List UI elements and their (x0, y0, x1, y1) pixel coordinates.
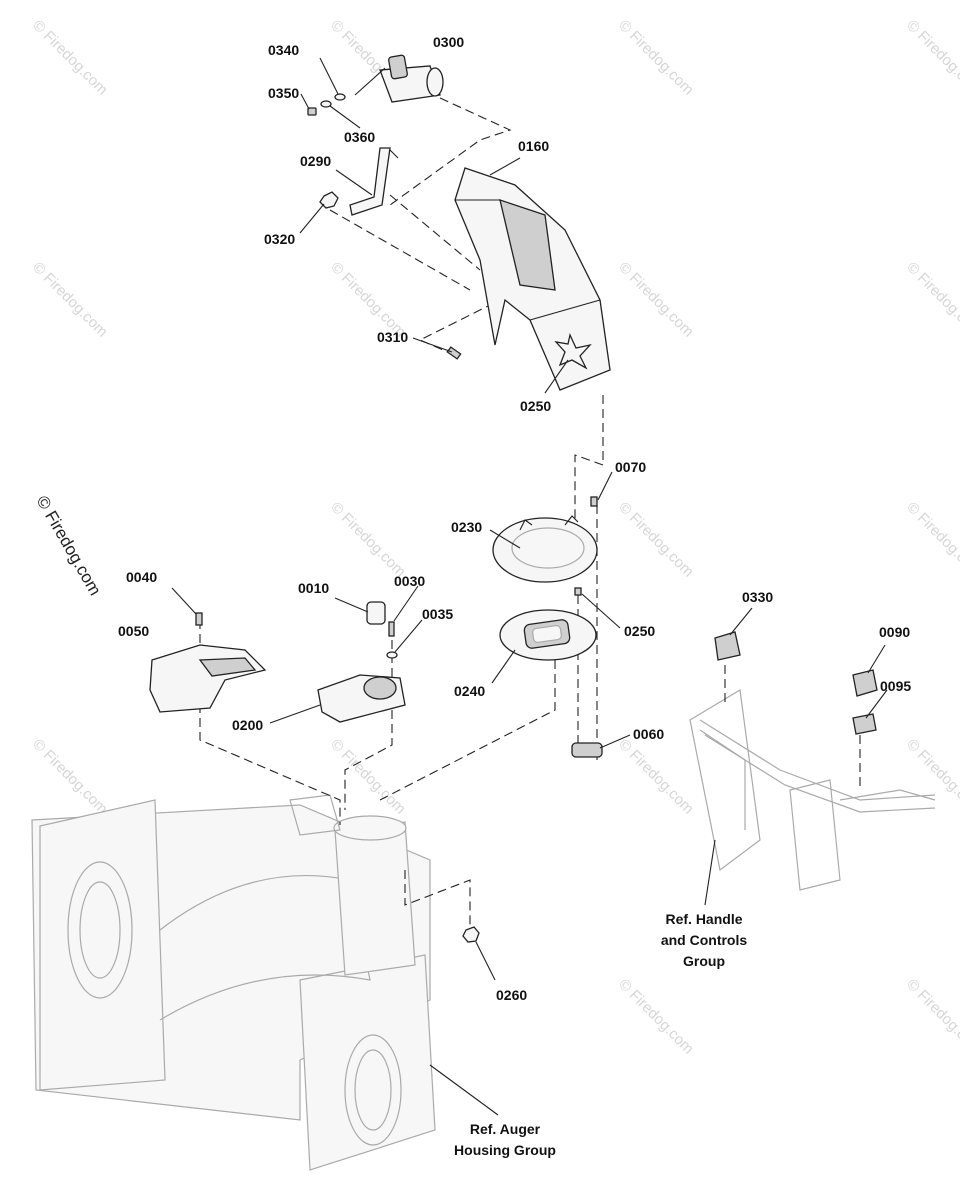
reference-labels: Ref. Handle and Controls Group Ref. Auge… (454, 911, 747, 1158)
callout-0060: 0060 (633, 726, 664, 742)
ref-auger-line1: Ref. Auger (470, 1121, 541, 1137)
ref-handle-line3: Group (683, 953, 725, 969)
watermark: © Firedog.com (903, 736, 960, 818)
watermark: © Firedog.com (615, 259, 697, 341)
watermark: © Firedog.com (29, 17, 111, 99)
watermark: © Firedog.com (327, 736, 409, 818)
chute-ring (492, 496, 598, 596)
callout-0360: 0360 (344, 129, 375, 145)
callout-0340: 0340 (268, 42, 299, 58)
watermark: © Firedog.com (615, 17, 697, 99)
watermark: © Firedog.com (903, 499, 960, 581)
callout-0095: 0095 (880, 678, 911, 694)
chute-deflector (446, 167, 611, 391)
callout-0200: 0200 (232, 717, 263, 733)
callout-0090: 0090 (879, 624, 910, 640)
callout-0035: 0035 (422, 606, 453, 622)
callout-0350: 0350 (268, 85, 299, 101)
watermark: © Firedog.com (29, 736, 111, 818)
callout-0030: 0030 (394, 573, 425, 589)
callout-0240: 0240 (454, 683, 485, 699)
handle-controls-frame (689, 689, 936, 891)
callout-0290: 0290 (300, 153, 331, 169)
callout-0160: 0160 (518, 138, 549, 154)
ref-auger-line2: Housing Group (454, 1142, 556, 1158)
leader-lines (171, 57, 888, 1116)
mounting-bracket (319, 147, 399, 216)
watermark: © Firedog.com (29, 259, 111, 341)
flange-nut (462, 926, 480, 943)
callout-0010: 0010 (298, 580, 329, 596)
control-switches (714, 631, 878, 735)
watermark: © Firedog.com (615, 499, 697, 581)
ref-handle-line2: and Controls (661, 932, 748, 948)
watermark: © Firedog.com (903, 17, 960, 99)
callout-0310: 0310 (377, 329, 408, 345)
callout-labels: 0340 0300 0350 0360 0290 0160 0320 0310 … (118, 34, 911, 1003)
watermark: © Firedog.com (903, 976, 960, 1058)
chute-clip (571, 742, 603, 758)
callout-0250-top: 0250 (520, 398, 551, 414)
callout-0050: 0050 (118, 623, 149, 639)
callout-0330: 0330 (742, 589, 773, 605)
watermark-edge: © Firedog.com (33, 493, 105, 599)
callout-0230: 0230 (451, 519, 482, 535)
watermark: © Firedog.com (903, 259, 960, 341)
callout-0320: 0320 (264, 231, 295, 247)
watermark: © Firedog.com (615, 736, 697, 818)
watermark: © Firedog.com (327, 499, 409, 581)
callout-0300: 0300 (433, 34, 464, 50)
auger-housing (31, 794, 436, 1171)
callout-0260: 0260 (496, 987, 527, 1003)
ref-handle-line1: Ref. Handle (665, 911, 742, 927)
callout-0250-mid: 0250 (624, 623, 655, 639)
callout-0040: 0040 (126, 569, 157, 585)
chute-base-plate (499, 609, 597, 661)
callout-0070: 0070 (615, 459, 646, 475)
chute-rotation-motor (317, 601, 406, 723)
watermark: © Firedog.com (615, 976, 697, 1058)
gear-cover (149, 612, 267, 713)
chute-deflector-motor (307, 54, 444, 116)
